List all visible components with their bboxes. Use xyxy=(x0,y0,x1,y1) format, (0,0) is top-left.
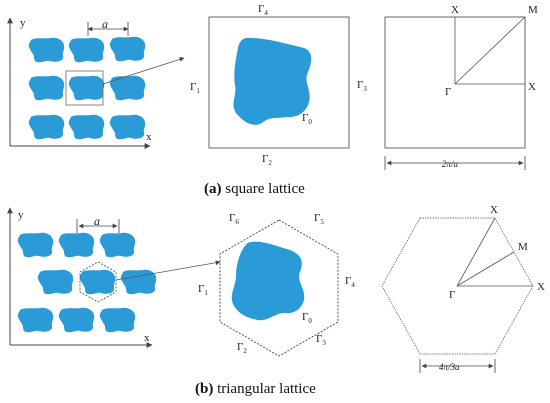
inclusion xyxy=(109,75,146,101)
caption-a: (a) square lattice xyxy=(204,181,305,197)
inclusion xyxy=(231,241,305,321)
square-unit-cell: Γ4 Γ1 Γ3 Γ2 Γ0 xyxy=(190,3,367,167)
inclusion xyxy=(58,232,95,258)
x-point-top: X xyxy=(490,204,498,216)
inclusion xyxy=(37,269,74,295)
cell-boundary xyxy=(219,219,339,357)
x-point-right: X xyxy=(537,281,545,293)
triangular-lattice: y x a xyxy=(7,207,221,348)
period-label: a xyxy=(94,214,100,228)
inclusion xyxy=(58,307,95,333)
inclusion xyxy=(28,114,65,140)
caption-b: (b) triangular lattice xyxy=(195,381,316,397)
m-point: M xyxy=(518,241,528,253)
gamma-1-label: Γ1 xyxy=(190,81,200,95)
inclusion xyxy=(28,75,65,101)
cell-boundary xyxy=(208,16,350,149)
inclusion xyxy=(68,37,105,63)
m-point: M xyxy=(528,4,538,16)
gamma-0-label: Γ0 xyxy=(302,112,312,126)
x-point-top: X xyxy=(451,4,459,16)
gamma-3-label: Γ3 xyxy=(316,333,326,347)
zoom-pointer xyxy=(102,57,185,85)
gamma-1-label: Γ1 xyxy=(198,283,208,297)
inclusion xyxy=(28,37,65,63)
gamma-6-label: Γ6 xyxy=(229,212,239,226)
period-label: a xyxy=(102,17,108,31)
inclusion xyxy=(233,37,312,125)
inclusion xyxy=(17,307,54,333)
gamma-4-label: Γ4 xyxy=(345,275,355,289)
bz-width-label: 4π/3a xyxy=(439,362,460,372)
gamma-5-label: Γ5 xyxy=(314,212,324,226)
bz-width-label: 2π/a xyxy=(442,159,459,169)
gamma-0-label: Γ0 xyxy=(302,311,312,325)
unit-cell-highlight xyxy=(65,70,104,106)
unit-cell-highlight xyxy=(79,261,117,303)
x-point-right: X xyxy=(528,81,536,93)
inclusion xyxy=(120,269,157,295)
inclusion xyxy=(79,269,116,295)
inclusion xyxy=(68,114,105,140)
inclusion xyxy=(109,114,146,140)
hexagonal-brillouin-zone: X M X Γ 4π/3a xyxy=(381,204,545,373)
inclusion xyxy=(99,232,136,258)
inclusion xyxy=(109,36,146,62)
zoom-pointer xyxy=(115,260,221,281)
gamma-3-label: Γ3 xyxy=(357,79,367,93)
gamma-point: Γ xyxy=(445,86,451,98)
square-brillouin-zone: X M X Γ 2π/a xyxy=(384,4,538,170)
gamma-2-label: Γ2 xyxy=(262,153,272,167)
inclusion xyxy=(99,307,136,333)
square-lattice: y x a xyxy=(7,17,185,149)
panel-a: y x a Γ4 Γ1 Γ3 Γ2 Γ0 xyxy=(7,3,538,197)
gamma-point: Γ xyxy=(449,289,455,301)
x-axis-label: x xyxy=(146,131,152,143)
x-axis-label: x xyxy=(144,332,150,344)
inclusion xyxy=(68,75,105,101)
y-axis-label: y xyxy=(20,17,26,29)
panel-b: y x a Γ6 Γ5 Γ1 Γ4 Γ2 Γ3 xyxy=(7,204,545,397)
gamma-2-label: Γ2 xyxy=(237,341,247,355)
y-axis-label: y xyxy=(18,209,24,221)
hexagonal-unit-cell: Γ6 Γ5 Γ1 Γ4 Γ2 Γ3 Γ0 xyxy=(198,212,355,357)
gamma-4-label: Γ4 xyxy=(258,3,268,17)
inclusion xyxy=(17,232,54,258)
